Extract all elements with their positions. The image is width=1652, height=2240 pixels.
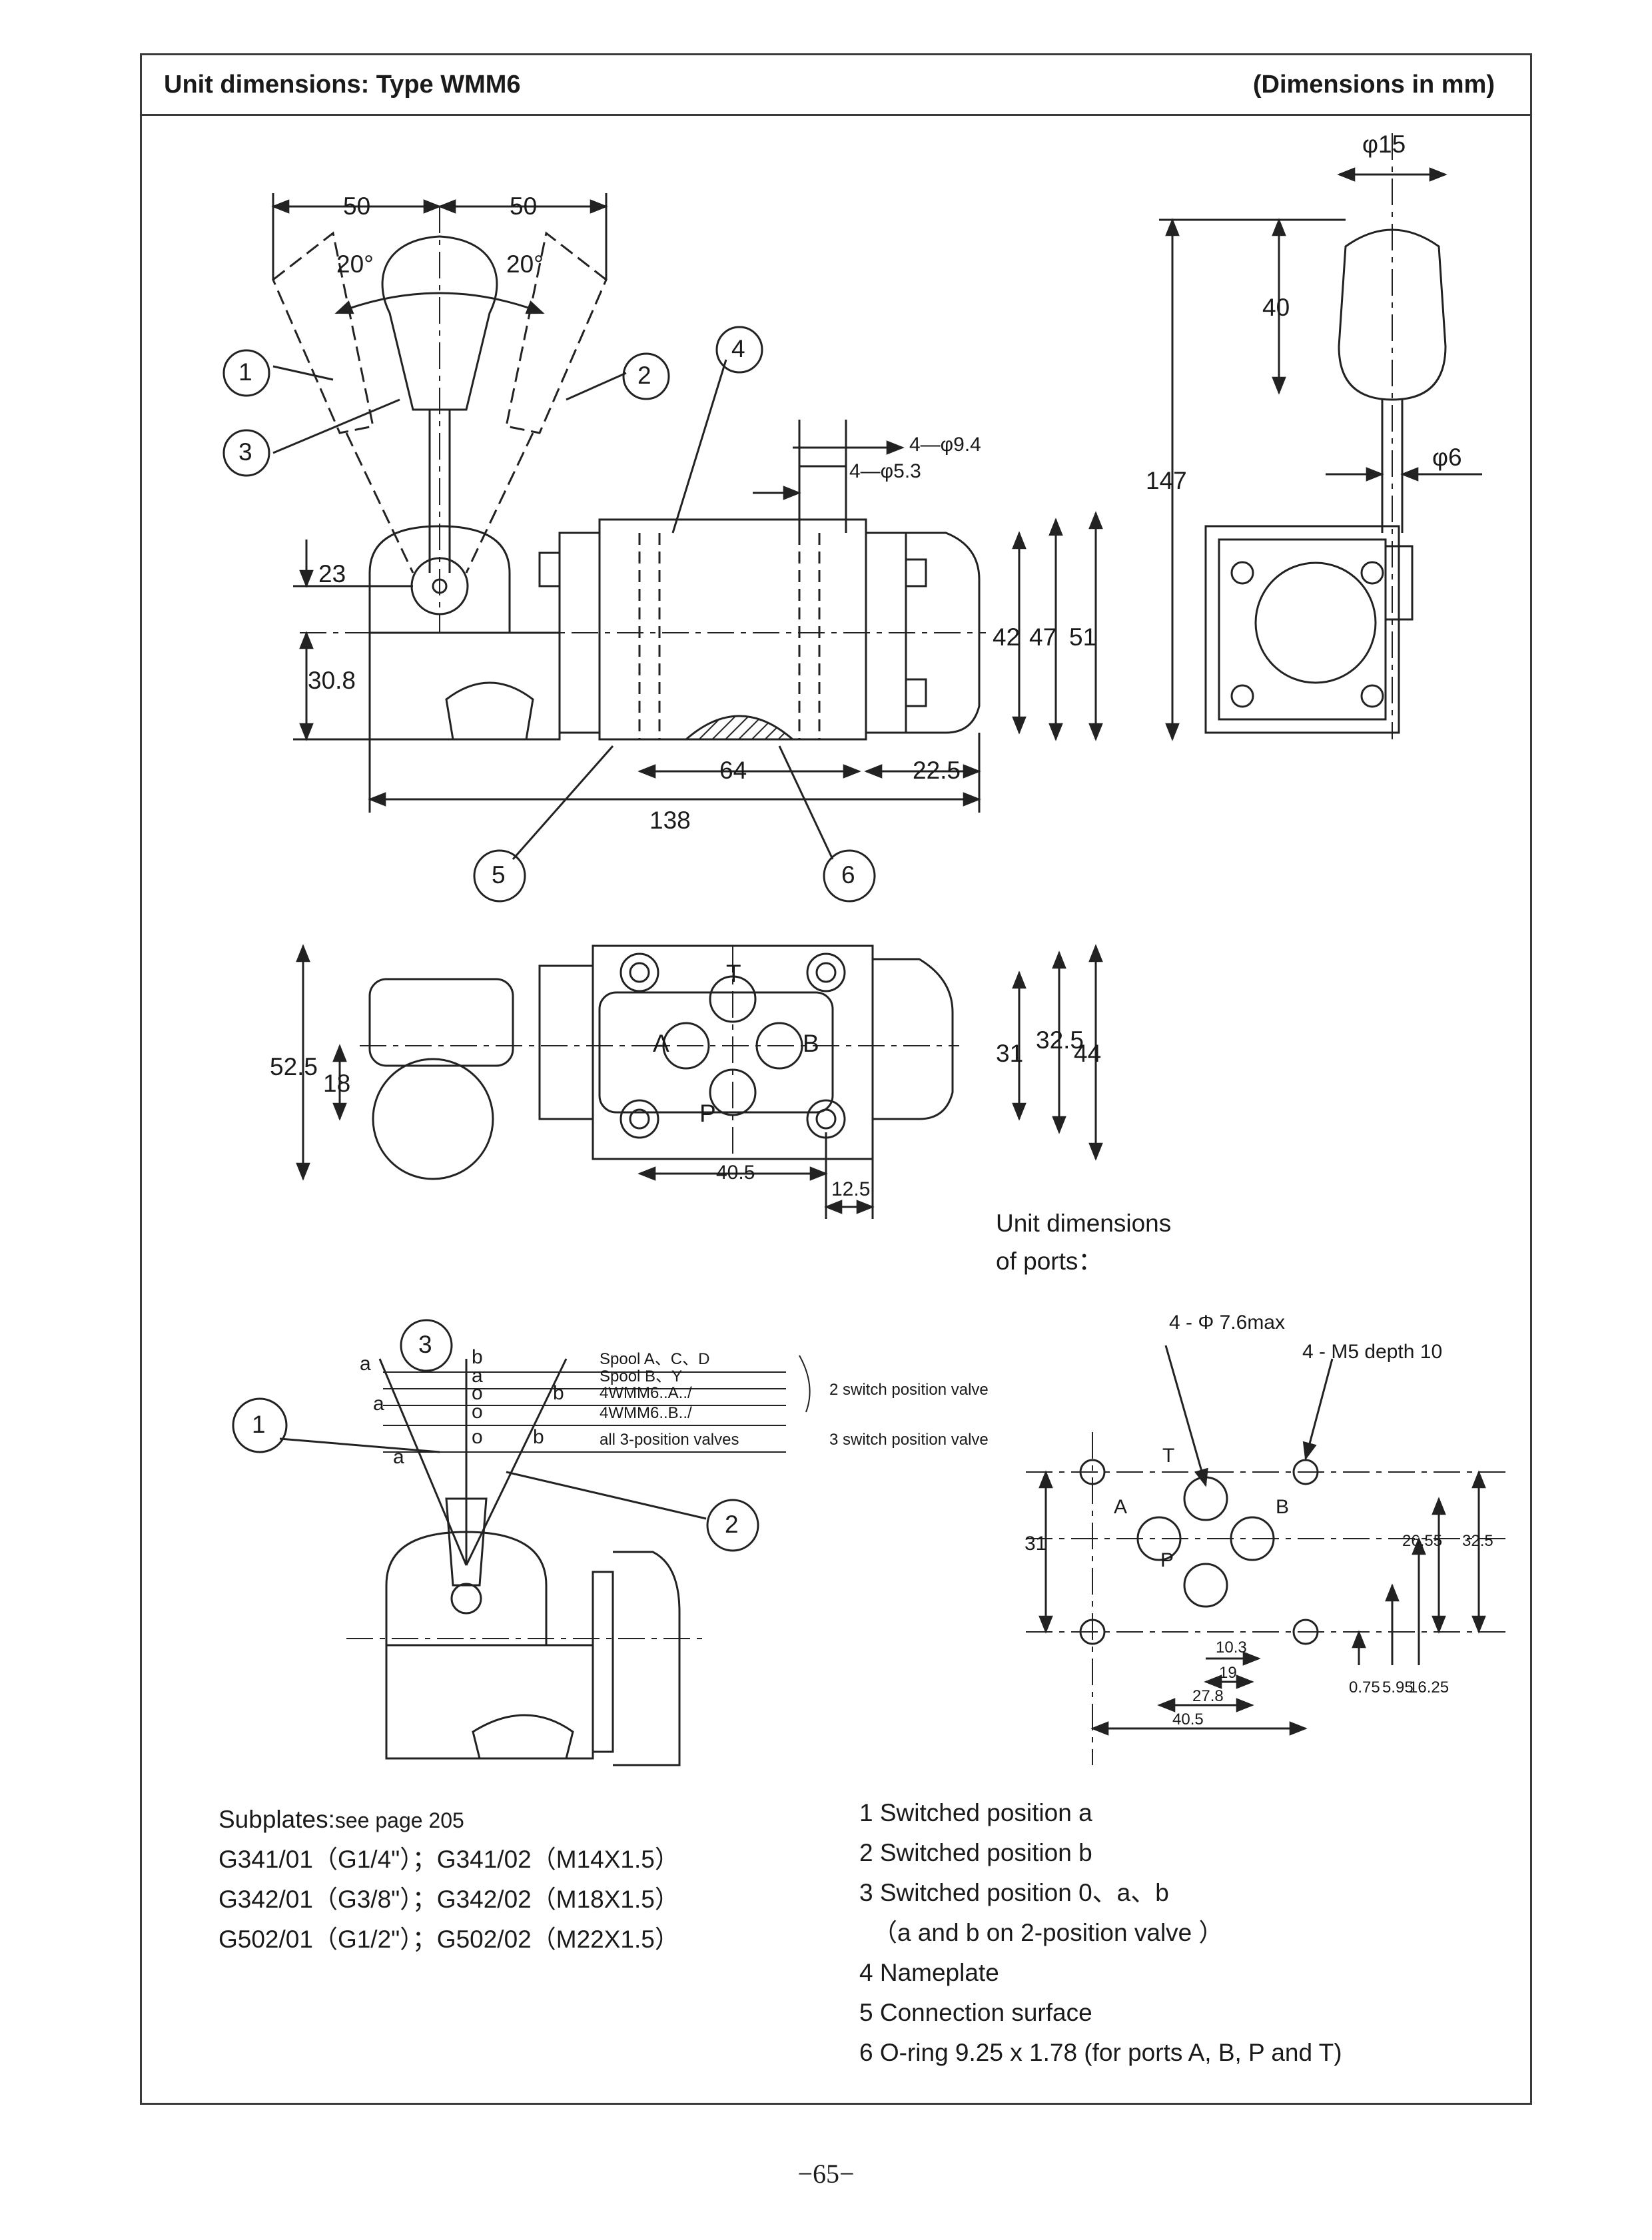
lever-view bbox=[232, 1319, 811, 1766]
dim-52-5: 52.5 bbox=[270, 1053, 318, 1080]
port-a-top: A bbox=[653, 1030, 669, 1057]
spool-acd: Spool A、C、D bbox=[600, 1350, 710, 1368]
dim-44: 44 bbox=[1074, 1040, 1102, 1067]
legend-item-3: 3 Switched position 0、a、b bbox=[859, 1879, 1169, 1906]
dim-42: 42 bbox=[993, 623, 1021, 651]
balloon-2: 2 bbox=[637, 362, 651, 389]
side-view bbox=[1159, 133, 1482, 741]
dim-64: 64 bbox=[719, 757, 747, 784]
dim-phi-15: φ15 bbox=[1362, 131, 1406, 158]
pos-o-2: o bbox=[472, 1401, 483, 1423]
legend-item-5: 5 Connection surface bbox=[859, 1999, 1092, 2026]
dim-23: 23 bbox=[318, 560, 346, 587]
page-title: Unit dimensions: Type WMM6 bbox=[164, 71, 521, 99]
port-b-top: B bbox=[803, 1030, 819, 1057]
pos-a-2: a bbox=[360, 1353, 371, 1375]
dim-22-5: 22.5 bbox=[913, 757, 961, 784]
dim-26-55: 26.55 bbox=[1402, 1532, 1443, 1550]
ports-caption-1: Unit dimensions bbox=[996, 1210, 1172, 1237]
dim-10-3: 10.3 bbox=[1216, 1639, 1247, 1657]
dim-19: 19 bbox=[1219, 1664, 1237, 1682]
port-b: B bbox=[1276, 1496, 1290, 1518]
port-t-top: T bbox=[726, 960, 741, 987]
dim-40-5-ports: 40.5 bbox=[1172, 1710, 1204, 1728]
label-4-phi-7-6: 4 - Φ 7.6max bbox=[1169, 1311, 1285, 1333]
header-bar: Unit dimensions: Type WMM6 (Dimensions i… bbox=[140, 53, 1532, 116]
subplate-row-1: G341/01（G1/4"）；G341/02（M14X1.5） bbox=[218, 1846, 679, 1873]
top-view bbox=[296, 944, 1103, 1219]
dim-phi-6: φ6 bbox=[1432, 444, 1462, 471]
lever-balloon-1: 1 bbox=[252, 1411, 266, 1438]
subplates-title: Subplates: bbox=[218, 1806, 335, 1833]
dim-31-ports: 31 bbox=[1025, 1533, 1047, 1555]
dim-50-right: 50 bbox=[510, 192, 538, 220]
main-view bbox=[222, 193, 1103, 903]
port-view bbox=[1026, 1345, 1512, 1765]
balloon-1: 1 bbox=[238, 358, 252, 386]
wmm6-b: 4WMM6..B../ bbox=[600, 1404, 692, 1422]
pos-b-2: b bbox=[553, 1382, 564, 1404]
dim-18: 18 bbox=[323, 1070, 351, 1097]
legend-item-4: 4 Nameplate bbox=[859, 1959, 999, 1986]
page-number: −65− bbox=[797, 2159, 855, 2189]
all-3-position: all 3-position valves bbox=[600, 1431, 739, 1449]
page-frame bbox=[140, 53, 1532, 2105]
dim-31-top: 31 bbox=[996, 1040, 1024, 1067]
wmm6-a: 4WMM6..A../ bbox=[600, 1384, 692, 1402]
subplates-heading: Subplates:see page 205 bbox=[218, 1805, 464, 1834]
label-4-m5: 4 - M5 depth 10 bbox=[1302, 1341, 1443, 1363]
pos-o-1: o bbox=[472, 1382, 483, 1404]
note-2-switch: 2 switch position valve bbox=[829, 1381, 989, 1399]
dim-30-8: 30.8 bbox=[308, 667, 356, 694]
dim-40-5-top: 40.5 bbox=[716, 1162, 755, 1184]
dim-40: 40 bbox=[1262, 294, 1290, 321]
ports-caption-2: of ports： bbox=[996, 1248, 1103, 1275]
dim-20-left: 20° bbox=[336, 250, 374, 278]
lever-balloon-3: 3 bbox=[418, 1331, 432, 1358]
port-p-top: P bbox=[699, 1100, 716, 1127]
subplates-ref: see page 205 bbox=[334, 1808, 464, 1832]
subplate-row-2: G342/01（G3/8"）；G342/02（M18X1.5） bbox=[218, 1886, 679, 1913]
balloon-5: 5 bbox=[492, 861, 506, 889]
spool-by: Spool B、Y bbox=[600, 1367, 683, 1385]
pos-b-1: b bbox=[472, 1346, 483, 1368]
pos-b-3: b bbox=[533, 1426, 544, 1448]
dim-50-left: 50 bbox=[343, 192, 371, 220]
pos-a-4: a bbox=[393, 1446, 404, 1468]
legend-item-6: 6 O-ring 9.25 x 1.78 (for ports A, B, P … bbox=[859, 2039, 1342, 2066]
balloon-4: 4 bbox=[731, 335, 745, 362]
legend-item-1: 1 Switched position a bbox=[859, 1799, 1092, 1826]
port-t: T bbox=[1162, 1445, 1175, 1467]
dim-12-5: 12.5 bbox=[831, 1178, 871, 1200]
dim-5-95: 5.95 bbox=[1382, 1679, 1414, 1696]
dim-27-8: 27.8 bbox=[1192, 1687, 1224, 1705]
subplate-row-3: G502/01（G1/2"）；G502/02（M22X1.5） bbox=[218, 1926, 679, 1953]
dim-32-5-ports: 32.5 bbox=[1462, 1532, 1493, 1550]
dim-hole-5-3: 4—φ5.3 bbox=[849, 460, 921, 482]
pos-a-3: a bbox=[373, 1393, 384, 1415]
dim-0-75: 0.75 bbox=[1349, 1679, 1380, 1696]
dim-hole-9-4: 4—φ9.4 bbox=[909, 434, 981, 456]
balloon-3: 3 bbox=[238, 438, 252, 466]
note-3-switch: 3 switch position valve bbox=[829, 1431, 989, 1449]
dim-20-right: 20° bbox=[506, 250, 544, 278]
dim-138: 138 bbox=[649, 807, 691, 834]
legend-item-2: 2 Switched position b bbox=[859, 1839, 1092, 1866]
lever-balloon-2: 2 bbox=[725, 1511, 739, 1538]
dim-51: 51 bbox=[1069, 623, 1097, 651]
dim-16-25: 16.25 bbox=[1409, 1679, 1449, 1696]
pos-o-3: o bbox=[472, 1426, 483, 1448]
units-note: (Dimensions in mm) bbox=[1252, 71, 1495, 99]
balloon-6: 6 bbox=[841, 861, 855, 889]
legend-item-3-note: （a and b on 2-position valve ） bbox=[873, 1919, 1224, 1946]
dim-147: 147 bbox=[1146, 467, 1187, 494]
port-p: P bbox=[1160, 1549, 1174, 1571]
pos-a-1: a bbox=[472, 1365, 483, 1387]
port-a: A bbox=[1114, 1496, 1128, 1518]
dim-32-5-top: 32.5 bbox=[1036, 1026, 1084, 1054]
dim-47: 47 bbox=[1029, 623, 1057, 651]
